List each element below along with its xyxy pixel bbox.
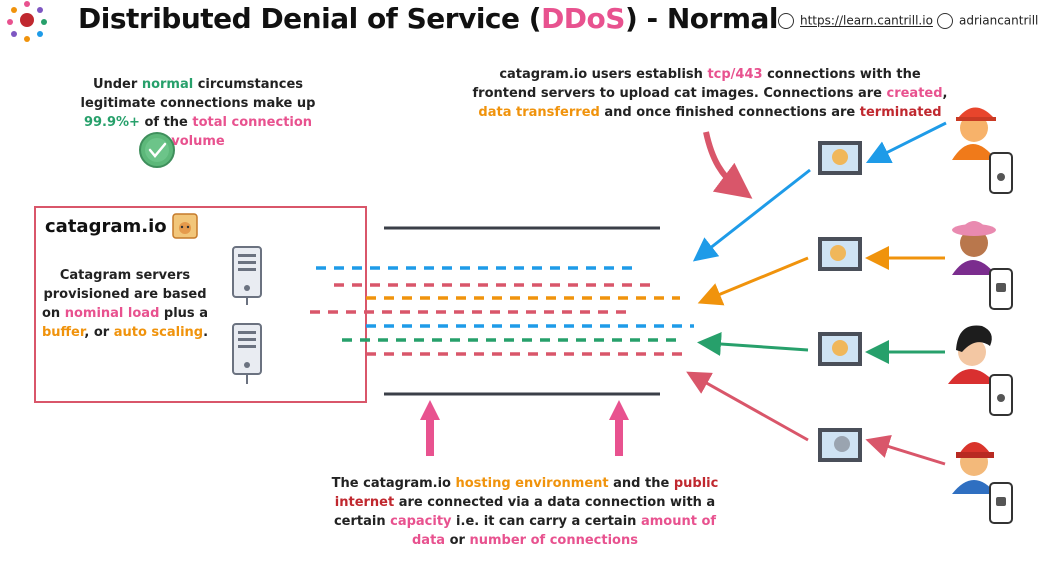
cat-image-upload-icon bbox=[818, 428, 862, 462]
check-icon bbox=[139, 132, 175, 168]
user-connections-note: catagram.io users establish tcp/443 conn… bbox=[472, 67, 948, 120]
upload-arrow bbox=[865, 121, 947, 164]
capacity-note: The catagram.io hosting environment and … bbox=[331, 476, 719, 548]
capacity-arrow bbox=[420, 400, 440, 456]
user-orange-cap-icon bbox=[952, 107, 996, 160]
site-link[interactable]: https://learn.cantrill.io bbox=[778, 13, 933, 29]
cat-image-upload-icon bbox=[818, 332, 862, 366]
cat-logo-icon bbox=[172, 213, 198, 239]
catagram-box-text: Catagram servers provisioned are based o… bbox=[41, 268, 209, 340]
connection-streams bbox=[310, 266, 694, 356]
user-black-hair-icon bbox=[948, 325, 996, 384]
server-icon bbox=[232, 246, 262, 305]
catagram-hosting-box bbox=[34, 206, 367, 403]
connection-arrow bbox=[686, 371, 809, 442]
android-phone-icon bbox=[989, 482, 1013, 524]
server-icon bbox=[232, 323, 262, 384]
twitter-icon bbox=[937, 13, 953, 29]
connection-arrow bbox=[697, 256, 809, 306]
capacity-arrow bbox=[609, 400, 629, 456]
twitter-link[interactable]: adriancantrill bbox=[937, 13, 1038, 29]
user-pink-hat-icon bbox=[952, 221, 996, 275]
upload-arrow bbox=[865, 434, 946, 466]
ddos-logo-icon bbox=[7, 1, 47, 42]
android-phone-icon bbox=[989, 268, 1013, 310]
catagram-box-title: catagram.io bbox=[45, 216, 167, 237]
compass-icon bbox=[778, 13, 794, 29]
apple-phone-icon bbox=[989, 152, 1013, 194]
apple-phone-icon bbox=[989, 374, 1013, 416]
cat-image-upload-icon bbox=[818, 237, 862, 271]
pointer-arrow bbox=[703, 131, 753, 199]
cat-image-upload-icon bbox=[818, 141, 862, 175]
connection-arrow bbox=[692, 168, 811, 262]
page-title: Distributed Denial of Service (DDoS) - N… bbox=[78, 2, 779, 35]
connection-arrow bbox=[697, 332, 809, 356]
normal-circumstances-note: Under normal circumstances legitimate co… bbox=[80, 77, 316, 149]
user-red-beanie-icon bbox=[952, 442, 996, 494]
